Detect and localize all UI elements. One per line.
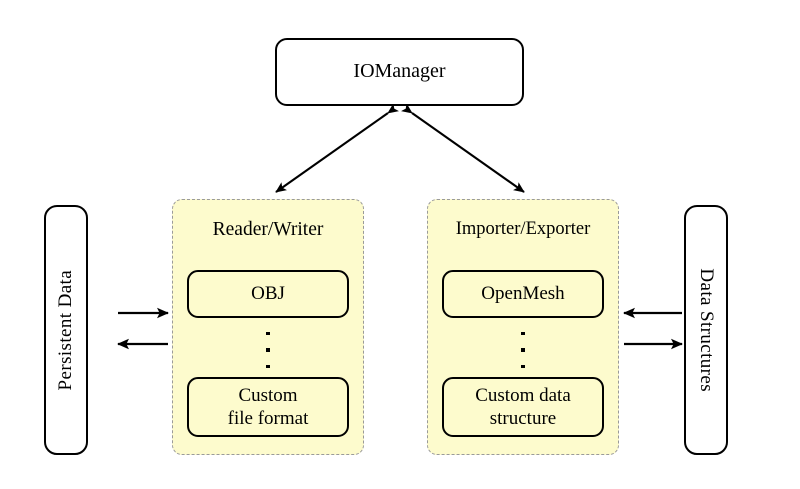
- ellipsis-importer-exporter: [428, 332, 618, 368]
- node-custom-data-structure-line1: Custom data: [475, 384, 571, 406]
- node-custom-file-format-line2: file format: [227, 408, 309, 429]
- ellipsis-dot: [266, 332, 270, 336]
- node-iomanager[interactable]: IOManager: [275, 38, 524, 106]
- ellipsis-dot: [521, 348, 525, 352]
- node-custom-file-format-line1: Custom: [238, 384, 298, 406]
- ellipsis-dot: [266, 348, 270, 352]
- node-iomanager-label: IOManager: [353, 60, 446, 83]
- node-openmesh[interactable]: OpenMesh: [442, 270, 604, 318]
- node-custom-file-format[interactable]: Custom file format: [187, 377, 349, 437]
- ellipsis-dot: [521, 332, 525, 336]
- node-custom-data-structure[interactable]: Custom data structure: [442, 377, 604, 437]
- node-persistent-data[interactable]: Persistent Data: [44, 205, 88, 455]
- node-obj[interactable]: OBJ: [187, 270, 349, 318]
- arrow-manager-reader-writer: [275, 103, 399, 193]
- ellipsis-reader-writer: [173, 332, 363, 368]
- arrow-manager-importer-exporter: [401, 103, 525, 193]
- node-openmesh-label: OpenMesh: [481, 283, 565, 305]
- panel-reader-writer[interactable]: Reader/Writer OBJ Custom file format: [172, 199, 364, 455]
- node-obj-label: OBJ: [251, 283, 285, 305]
- node-custom-file-format-label: Custom file format: [228, 384, 309, 430]
- ellipsis-dot: [521, 364, 525, 368]
- node-data-structures-label: Data Structures: [696, 268, 718, 392]
- node-persistent-data-label: Persistent Data: [54, 269, 76, 391]
- panel-reader-writer-title: Reader/Writer: [212, 219, 324, 240]
- ellipsis-dot: [266, 364, 270, 368]
- panel-importer-exporter[interactable]: Importer/Exporter OpenMesh Custom data s…: [427, 199, 619, 455]
- panel-importer-exporter-title: Importer/Exporter: [455, 219, 591, 239]
- node-data-structures[interactable]: Data Structures: [684, 205, 728, 455]
- node-custom-data-structure-line2: structure: [489, 408, 557, 429]
- node-custom-data-structure-label: Custom data structure: [475, 384, 571, 430]
